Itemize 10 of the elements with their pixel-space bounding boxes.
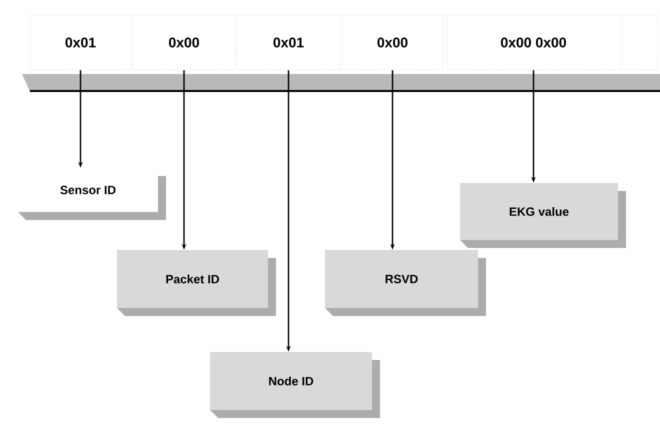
field-box: Sensor ID	[18, 168, 166, 220]
field-box: EKG value	[460, 183, 626, 248]
partial-cell	[622, 14, 658, 70]
byte-cell: 0x00	[342, 14, 444, 70]
field-box: Node ID	[210, 352, 380, 418]
field-box: RSVD	[325, 250, 486, 316]
byte-cell: 0x01	[236, 14, 340, 70]
byte-cell: 0x00	[132, 14, 236, 70]
byte-cell: 0x01	[30, 14, 132, 70]
field-box: Packet ID	[117, 250, 276, 316]
